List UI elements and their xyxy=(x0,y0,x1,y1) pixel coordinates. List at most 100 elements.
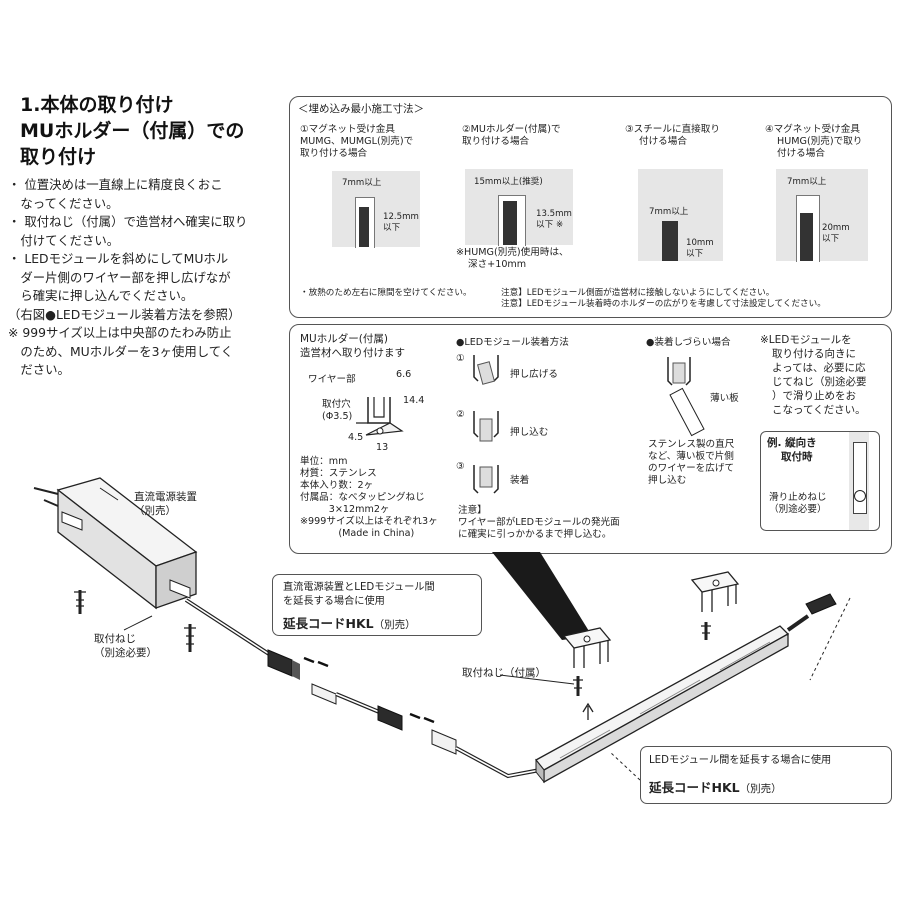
module-connector-icon xyxy=(431,729,457,755)
case1-depth-unit: 以下 xyxy=(383,223,401,233)
dim-14-4: 14.4 xyxy=(403,395,425,406)
step-2-number: ② xyxy=(456,409,465,420)
case2-depth-value: 13.5mm xyxy=(536,209,572,219)
caution-note-line: 注意】LEDモジュール側面が造営材に接触しないようにしてください。 xyxy=(501,288,775,298)
case4-module xyxy=(800,213,813,261)
example-title-line: 取付時 xyxy=(781,451,813,463)
connector-plug-icon xyxy=(267,649,300,680)
instruction-line: ・ 位置決めは一直線上に精度良くおこ xyxy=(8,177,223,192)
min-dimensions-panel: ＜埋め込み最小施工寸法＞ ①マグネット受け金具 MUMG、MUMGL(別売)で … xyxy=(289,96,892,318)
case4-title-line: HUMG(別売)で取り xyxy=(777,136,863,147)
case3-module xyxy=(662,221,678,261)
connector-plug-icon xyxy=(377,705,403,731)
case1-depth: 12.5mm 以下 xyxy=(383,212,419,234)
instruction-line: ※ 999サイズ以上は中央部のたわみ防止 xyxy=(8,325,232,340)
case4-width: 7mm以上 xyxy=(787,177,827,187)
instruction-line: （右図●LEDモジュール装着方法を参照） xyxy=(8,306,241,322)
screw-icon xyxy=(74,590,86,614)
ext-bottom-product-name: 延長コードHKL xyxy=(649,780,740,795)
case3-title-line: ③スチールに直接取り xyxy=(625,124,720,135)
leader-line xyxy=(123,615,153,631)
connector-plug-icon xyxy=(805,593,837,615)
spec-line: 単位：mm xyxy=(300,456,348,467)
instruction-line: のため、MUホルダーを3ヶ使用してく xyxy=(8,343,234,359)
ext-bottom-desc: LEDモジュール間を延長する場合に使用 xyxy=(649,755,832,766)
case4-title: ④マグネット受け金具 HUMG(別売)で取り 付ける場合 xyxy=(765,124,862,160)
case4-title-line: ④マグネット受け金具 xyxy=(765,124,860,135)
page-title: 1.本体の取り付け MUホルダー（付属）での 取り付け xyxy=(20,92,244,170)
case4-title-line: 付ける場合 xyxy=(777,148,825,159)
case2-title: ②MUホルダー(付属)で 取り付ける場合 xyxy=(462,124,561,148)
step-1-number: ① xyxy=(456,353,465,364)
mount-title: ●LEDモジュール装着方法 xyxy=(456,337,569,348)
case2-depth: 13.5mm 以下 ※ xyxy=(536,209,572,231)
instruction-line: ダー片側のワイヤー部を押し広げなが xyxy=(8,269,231,285)
case2-width: 15mm以上(推奨) xyxy=(474,177,543,187)
step-1-label: 押し広げる xyxy=(510,369,558,380)
screw-label-line: （別途必要） xyxy=(769,504,827,515)
holder-title-line: 造営材へ取り付けます xyxy=(300,347,405,359)
dim-13: 13 xyxy=(376,442,389,453)
mount-steps-illustration xyxy=(473,355,499,494)
mu-holder-icon xyxy=(690,571,740,612)
psu-label: 直流電源装置 （別売） xyxy=(134,490,197,518)
hole-label: 取付穴 (Φ3.5) xyxy=(322,399,352,423)
up-arrow-icon xyxy=(582,702,594,720)
psu-label-line: （別売） xyxy=(134,505,176,517)
caution-notes: 注意】LEDモジュール側面が造営材に接触しないようにしてください。 注意】LED… xyxy=(501,288,826,310)
case3-depth-unit: 以下 xyxy=(686,249,704,259)
holder-screw-label: 取付ねじ（付属） xyxy=(462,667,546,679)
ext-top-line: を延長する場合に使用 xyxy=(283,596,385,607)
anti-slip-screw-icon xyxy=(854,490,866,502)
holder-specs: 単位：mm 材質：ステンレス 本体入り数：2ヶ 付属品：なべタッピングねじ 3×… xyxy=(300,456,438,540)
spec-line: ※999サイズ以上はそれぞれ3ヶ xyxy=(300,516,438,527)
spec-line: 付属品：なべタッピングねじ xyxy=(300,492,425,503)
ext-top-product-suffix: （別売） xyxy=(373,619,416,631)
case1-title: ①マグネット受け金具 MUMG、MUMGL(別売)で 取り付ける場合 xyxy=(300,124,413,160)
holder-title-line: MUホルダー(付属) xyxy=(300,333,388,345)
spec-line: 3×12mm2ヶ xyxy=(300,504,390,515)
instruction-line: ださい。 xyxy=(8,362,70,377)
extension-connector-icon xyxy=(311,683,337,705)
case2-note: ※HUMG(別売)使用時は、 深さ+10mm xyxy=(456,247,569,271)
wire-label: ワイヤー部 xyxy=(308,374,356,385)
example-title: 例. 縦向き 取付時 xyxy=(767,436,817,464)
direction-line: ）で滑り止めをお xyxy=(772,390,856,402)
screw-icon xyxy=(573,676,583,696)
ext-bottom-product: 延長コードHKL（別売） xyxy=(649,777,782,796)
led-module-bar xyxy=(535,625,790,784)
case2-note-line: ※HUMG(別売)使用時は、 xyxy=(456,247,569,258)
thin-plate-label: 薄い板 xyxy=(710,393,739,404)
hard-desc-line: 押し込む xyxy=(648,475,687,486)
psu-screw-label: 取付ねじ （別途必要） xyxy=(94,632,157,660)
ext-bottom-product-suffix: （別売） xyxy=(739,783,782,795)
hard-desc-line: など、薄い板で片側 xyxy=(648,451,734,462)
case4-depth-value: 20mm xyxy=(822,223,850,233)
direction-note: ※LEDモジュールを 取り付ける向きに よっては、必要に応 じてねじ（別途必要 … xyxy=(760,333,867,417)
psu-screw-line: 取付ねじ xyxy=(94,633,136,645)
mount-note-line: 注意】 xyxy=(458,505,487,516)
case3-width: 7mm以上 xyxy=(649,207,689,217)
dim-6-6: 6.6 xyxy=(396,369,412,380)
mounting-method-panel: MUホルダー(付属) 造営材へ取り付けます ワイヤー部 6.6 14.4 取付穴… xyxy=(289,324,892,554)
hole-label-line: (Φ3.5) xyxy=(322,411,353,422)
case2-module xyxy=(503,201,517,245)
case2-note-line: 深さ+10mm xyxy=(468,259,527,270)
hard-desc-line: のワイヤーを広げて xyxy=(648,463,735,474)
instruction-line: ・ 取付ねじ（付属）で造営材へ確実に取り xyxy=(8,214,248,229)
spec-line: 本体入り数：2ヶ xyxy=(300,480,374,491)
direction-line: じてねじ（別途必要 xyxy=(772,376,867,388)
leader-line xyxy=(99,487,119,501)
psu-label-line: 直流電源装置 xyxy=(134,491,197,503)
case4-depth-unit: 以下 xyxy=(822,234,840,244)
screw-label-line: 滑り止めねじ xyxy=(769,492,827,503)
case4-wall xyxy=(776,169,868,261)
screw-icon xyxy=(701,622,711,640)
case1-module xyxy=(359,207,369,247)
extension-callout-bottom: LEDモジュール間を延長する場合に使用 延長コードHKL（別売） xyxy=(640,746,892,804)
caution-note-line: 注意】LEDモジュール装着時のホルダーの広がりを考慮して寸法設定してください。 xyxy=(501,299,826,309)
leader-line xyxy=(609,751,641,781)
thin-plate-illustration xyxy=(667,357,705,437)
vertical-example-box: 例. 縦向き 取付時 滑り止めねじ （別途必要） xyxy=(760,431,880,531)
